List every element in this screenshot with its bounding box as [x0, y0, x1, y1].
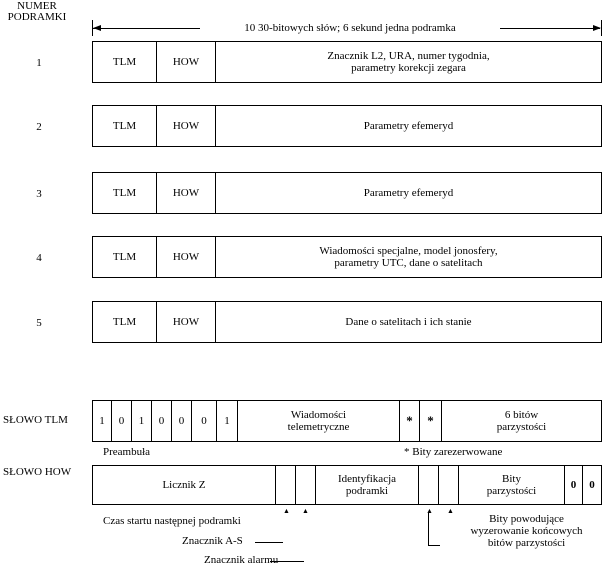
- subframe-content: Parametry efemeryd: [215, 106, 601, 146]
- tlm-reserved-bit: *: [399, 401, 419, 441]
- subframe-how-word: HOW: [156, 237, 215, 277]
- subframe-tlm-word: TLM: [112, 56, 137, 68]
- subframe-content: Parametry efemeryd: [215, 173, 601, 213]
- caret-up-icon: ▲: [447, 507, 454, 515]
- how-parity: Bity parzystości: [458, 466, 564, 504]
- how-zero-bit: 0: [582, 466, 601, 504]
- subframe-content: Znacznik L2, URA, numer tygodnia, parame…: [215, 42, 601, 82]
- subframe-number: 2: [36, 121, 42, 133]
- subframe-how-word: HOW: [156, 302, 215, 342]
- how-word-label: SŁOWO HOW: [3, 466, 72, 478]
- tlm-parity: 6 bitów parzystości: [441, 401, 601, 441]
- next-start-label: Czas startu następnej podramki: [103, 515, 241, 527]
- subframe-number-header: NUMER PODRAMKI: [7, 0, 67, 23]
- how-zeroing-bit: [418, 466, 438, 504]
- caret-up-icon: ▲: [302, 507, 309, 515]
- subframe-number: 4: [36, 252, 42, 264]
- tlm-bit: 0: [171, 401, 191, 441]
- reserved-bits-note: * Bity zarezerwowane: [404, 446, 503, 458]
- subframe-how-word: HOW: [156, 173, 215, 213]
- subframe-how-word: HOW: [156, 106, 215, 146]
- how-zeroing-bit: [438, 466, 458, 504]
- subframe-content: Wiadomości specjalne, model jonosfery, p…: [215, 237, 601, 277]
- how-word-box: Licznik Z Identyfikacja podramki Bity pa…: [92, 465, 602, 505]
- how-as-flag-bit: [295, 466, 315, 504]
- how-zero-bit: 0: [564, 466, 582, 504]
- tlm-bit: 1: [216, 401, 237, 441]
- arrow-left-icon: [93, 25, 101, 31]
- arrow-right-icon: [593, 25, 601, 31]
- preamble-label: Preambuła: [103, 446, 151, 458]
- tlm-message: Wiadomości telemetryczne: [237, 401, 399, 441]
- tlm-bit: 0: [111, 401, 131, 441]
- subframe-tlm-word: TLM: [112, 251, 137, 263]
- subframe-how-word: HOW: [156, 42, 215, 82]
- zeroing-leader-horizontal: [428, 545, 440, 546]
- subframe-number: 1: [36, 57, 42, 69]
- span-label: 10 30-bitowych słów; 6 sekund jedna podr…: [200, 22, 500, 34]
- zeroing-bits-label: Bity powodujące wyzerowanie końcowych bi…: [470, 513, 583, 549]
- caret-up-icon: ▲: [426, 507, 433, 515]
- zeroing-leader-vertical: [428, 512, 429, 545]
- tlm-bit: 0: [151, 401, 171, 441]
- caret-up-icon: ▲: [283, 507, 290, 515]
- span-right-tick: [601, 20, 602, 36]
- as-flag-leader: [255, 542, 283, 543]
- alarm-flag-label: Znacznik alarmu: [204, 554, 279, 566]
- how-next-start-bit: [275, 466, 295, 504]
- how-counter: Licznik Z: [162, 479, 206, 491]
- subframe-tlm-word: TLM: [112, 187, 137, 199]
- tlm-bit: 0: [191, 401, 216, 441]
- tlm-word-label: SŁOWO TLM: [3, 414, 68, 426]
- tlm-word-box: 1 0 1 0 0 0 1 Wiadomości telemetryczne *…: [92, 400, 602, 442]
- tlm-reserved-bit: *: [419, 401, 441, 441]
- span-left-tick: [92, 20, 93, 36]
- alarm-flag-leader: [270, 561, 304, 562]
- tlm-bit: 1: [131, 401, 151, 441]
- subframe-tlm-word: TLM: [112, 316, 137, 328]
- tlm-bit: 1: [99, 415, 105, 427]
- subframe-number: 5: [36, 317, 42, 329]
- subframe-number: 3: [36, 188, 42, 200]
- how-subframe-id: Identyfikacja podramki: [315, 466, 418, 504]
- subframe-content: Dane o satelitach i ich stanie: [215, 302, 601, 342]
- as-flag-label: Znacznik A-S: [182, 535, 243, 547]
- subframe-tlm-word: TLM: [112, 120, 137, 132]
